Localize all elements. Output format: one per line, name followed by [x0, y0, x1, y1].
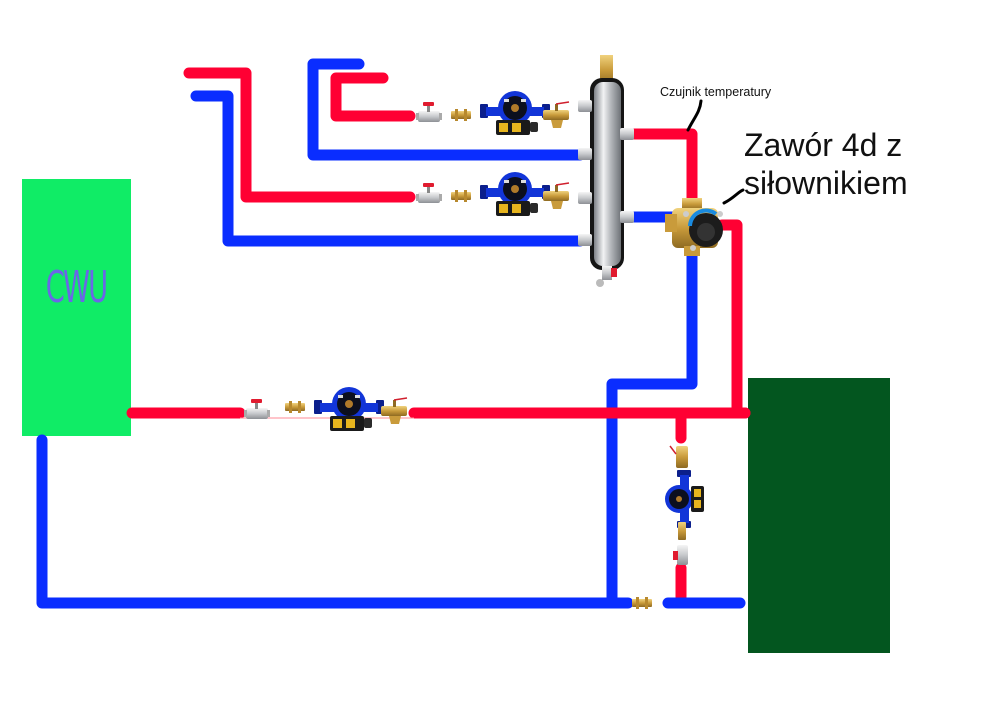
pipe-return-circuit-2 [190, 90, 586, 247]
pipe-supply-circuit-2 [183, 67, 416, 203]
nipple-fitting-icon [285, 401, 305, 413]
nipple-fitting-icon [451, 109, 471, 121]
mixing-valve-label: Zawór 4d z siłownikiem [744, 126, 908, 202]
cwu-fittings [244, 387, 408, 431]
circuit-2-fittings [416, 172, 570, 216]
filter-valve-icon[interactable] [676, 446, 688, 468]
sensor-pointer-line [686, 99, 703, 132]
ball-valve-icon[interactable] [244, 399, 270, 419]
mixing-valve-label-line-2: siłownikiem [744, 165, 908, 201]
hydraulic-separator [578, 55, 634, 287]
cwu-tank-label: CWU [45, 262, 108, 313]
boiler-branch-fittings [632, 445, 704, 609]
circulation-pump-icon [480, 172, 550, 216]
circuit-1-fittings [416, 91, 570, 135]
cwu-tank [22, 179, 131, 436]
nipple-fitting-icon [632, 597, 652, 609]
mixing-valve-label-line-1: Zawór 4d z [744, 127, 903, 163]
pipe-supply-circuit-1 [330, 72, 416, 122]
pipe-valve-return-down [606, 244, 698, 609]
ball-valve-icon[interactable] [416, 183, 442, 203]
pipe-valve-to-boiler-supply [716, 219, 751, 419]
boiler [748, 378, 890, 653]
valve-pointer-line [722, 188, 745, 205]
pipe-separator-hot-to-valve [626, 128, 698, 206]
pipe-cwu-return [36, 434, 634, 609]
nipple-fitting-icon [451, 190, 471, 202]
four-way-mixing-valve[interactable] [665, 198, 723, 256]
circulation-pump-icon [480, 91, 550, 135]
filter-valve-icon[interactable] [380, 397, 408, 425]
pipe-return-circuit-1 [307, 58, 586, 161]
nipple-fitting-icon [678, 522, 686, 540]
temperature-sensor-label: Czujnik temperatury [660, 85, 772, 99]
ball-valve-icon[interactable] [416, 102, 442, 122]
ball-valve-icon[interactable] [673, 545, 688, 565]
circulation-pump-icon [314, 387, 384, 431]
circulation-pump-icon [665, 470, 704, 528]
